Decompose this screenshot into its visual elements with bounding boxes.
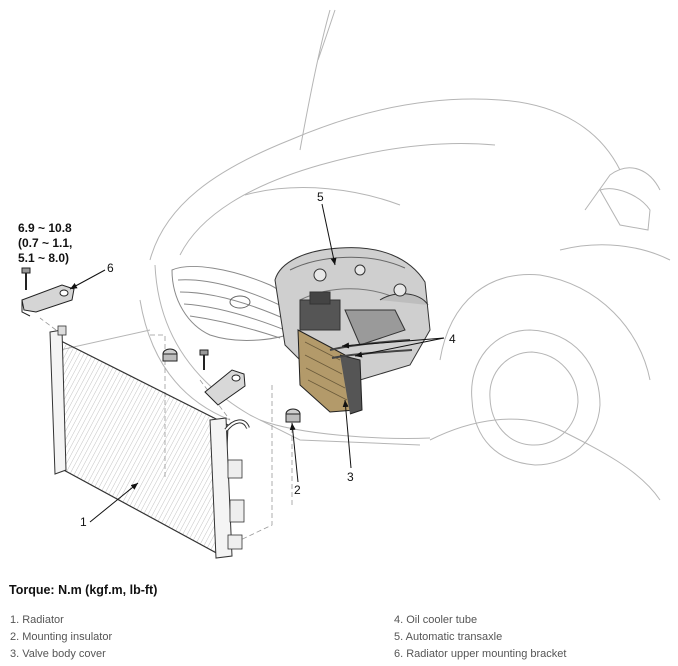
legend-item: 4. Oil cooler tube bbox=[394, 614, 478, 626]
callout-5: 5 bbox=[317, 190, 324, 204]
callout-4: 4 bbox=[449, 332, 456, 346]
legend-item: 1. Radiator bbox=[10, 614, 64, 626]
torque-units-heading: Torque: N.m (kgf.m, lb-ft) bbox=[9, 583, 158, 597]
legend-item: 3. Valve body cover bbox=[10, 648, 106, 660]
parts-legend-right: 4. Oil cooler tube 5. Automatic transaxl… bbox=[394, 612, 566, 663]
torque-spec-line: 5.1 ~ 8.0) bbox=[18, 251, 70, 265]
callout-2: 2 bbox=[294, 483, 301, 497]
leader-lines bbox=[69, 203, 445, 523]
exploded-view-diagram: 1 2 3 4 5 6 bbox=[21, 9, 671, 559]
lower-mounting-bracket bbox=[199, 349, 246, 406]
radiator-upper-mounting-bracket bbox=[21, 267, 75, 317]
callout-1: 1 bbox=[80, 515, 87, 529]
mounting-insulator bbox=[162, 348, 301, 423]
legend-item: 6. Radiator upper mounting bracket bbox=[394, 648, 567, 660]
torque-spec-label: 6.9 ~ 10.8 (0.7 ~ 1.1, 5.1 ~ 8.0) bbox=[18, 221, 72, 266]
valve-body-cover bbox=[297, 329, 363, 415]
callout-3: 3 bbox=[347, 470, 354, 484]
parts-legend-left: 1. Radiator 2. Mounting insulator 3. Val… bbox=[10, 612, 112, 663]
torque-spec-line: 6.9 ~ 10.8 bbox=[18, 221, 72, 235]
legend-item: 2. Mounting insulator bbox=[10, 631, 113, 643]
torque-spec-line: (0.7 ~ 1.1, bbox=[18, 236, 73, 250]
legend-item: 5. Automatic transaxle bbox=[394, 631, 503, 643]
callout-6: 6 bbox=[107, 261, 114, 275]
vehicle-body-outline bbox=[59, 9, 671, 501]
radiator bbox=[49, 325, 250, 559]
